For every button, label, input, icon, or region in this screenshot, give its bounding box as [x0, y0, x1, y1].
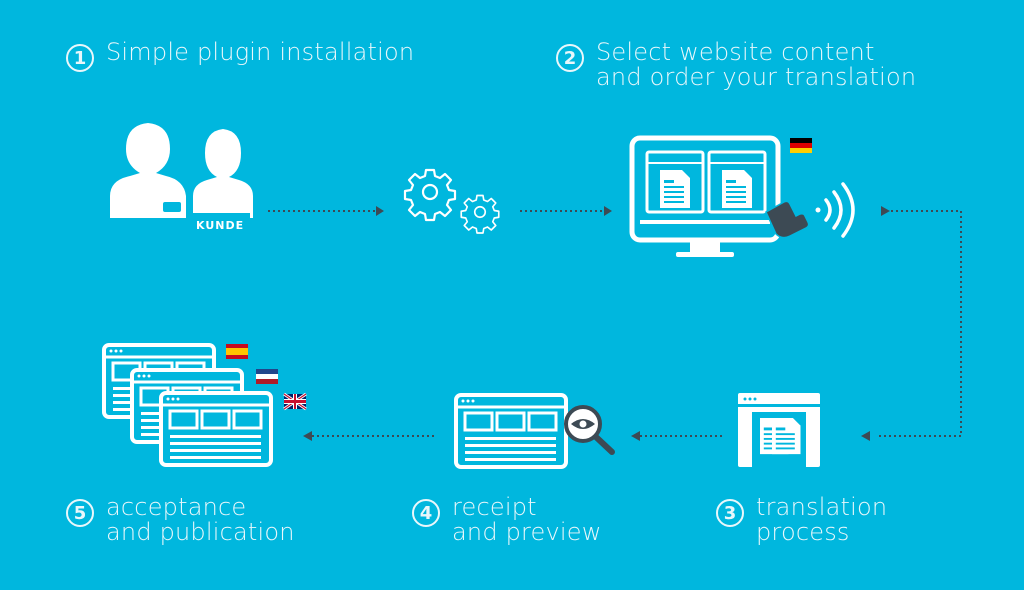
magnifier-eye-icon: [564, 405, 615, 455]
connector-4-5: [303, 431, 434, 441]
step-5-line-1: acceptance: [106, 493, 247, 521]
step-1-label: Simple plugin installation: [106, 40, 414, 65]
connector-1-2: [268, 206, 612, 216]
spanish-flag-icon: [226, 344, 248, 359]
customer-label: KUNDE: [196, 219, 245, 232]
step-3-line-2: process: [756, 518, 850, 546]
connector-2-3: [879, 210, 962, 437]
step-3-label: translation process: [756, 495, 887, 545]
step-3-number: 3: [716, 499, 744, 527]
uk-flag-icon: [283, 392, 307, 411]
wireless-signal-icon: [815, 182, 855, 238]
step-2-line-1: Select website content: [596, 38, 875, 66]
step-1-line-1: Simple plugin installation: [106, 38, 415, 66]
step-5-line-2: and publication: [106, 518, 295, 546]
customer-icon: [110, 123, 253, 239]
hand-pointer-icon: [765, 200, 810, 239]
step-3: 3 translation process: [716, 495, 887, 545]
connector-2-3-start-arrow: [881, 206, 890, 216]
connector-3-4: [631, 431, 722, 441]
german-flag-icon: [790, 138, 812, 153]
browser-preview-icon: [454, 393, 568, 469]
translation-document-icon: [738, 393, 820, 467]
step-2-line-2: and order your translation: [596, 63, 917, 91]
monitor-icon: [629, 135, 781, 257]
step-4: 4 receipt and preview: [412, 495, 602, 545]
step-3-line-1: translation: [756, 493, 888, 521]
gears-icon: [403, 168, 500, 234]
step-1: 1 Simple plugin installation: [66, 40, 414, 72]
step-5-number: 5: [66, 499, 94, 527]
step-2-number: 2: [556, 44, 584, 72]
step-5-label: acceptance and publication: [106, 495, 295, 545]
step-5: 5 acceptance and publication: [66, 495, 295, 545]
stacked-browser-windows-icon: [102, 343, 273, 467]
step-4-line-2: and preview: [452, 518, 602, 546]
connector-2-3-end-arrow: [861, 431, 870, 441]
step-4-line-1: receipt: [452, 493, 537, 521]
step-2: 2 Select website content and order your …: [556, 40, 916, 90]
step-4-number: 4: [412, 499, 440, 527]
step-4-label: receipt and preview: [452, 495, 602, 545]
step-1-number: 1: [66, 44, 94, 72]
french-flag-icon: [256, 369, 278, 384]
step-2-label: Select website content and order your tr…: [596, 40, 916, 90]
